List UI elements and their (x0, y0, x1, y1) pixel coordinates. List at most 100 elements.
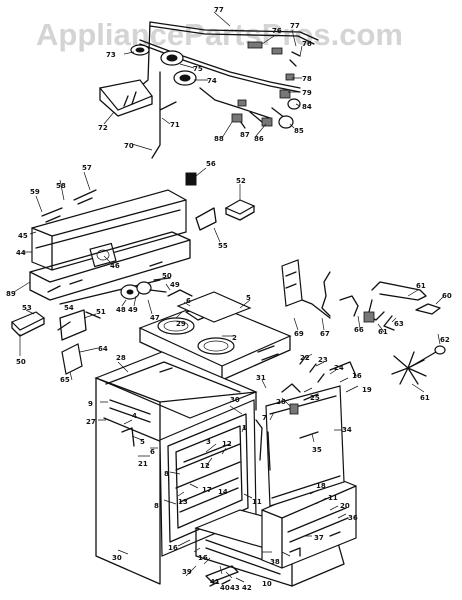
label-62: 65 (60, 376, 70, 384)
label-90: 88 (214, 135, 224, 143)
leader-lines (13, 11, 445, 583)
label-78: 76 (302, 40, 312, 48)
label-78-top: 76 (272, 27, 282, 35)
label-8: 8 (164, 470, 169, 478)
label-66: 61 (378, 328, 388, 336)
label-64: 62 (440, 336, 450, 344)
label-27: 27 (86, 418, 96, 426)
label-8-b: 8 (154, 502, 159, 510)
label-50: 51 (96, 308, 106, 316)
label-25: 25 (310, 394, 320, 402)
label-55: 55 (218, 242, 228, 250)
label-89: 87 (240, 131, 250, 139)
label-20: 20 (340, 502, 350, 510)
label-61: 64 (98, 345, 108, 353)
label-77: 75 (193, 65, 203, 73)
label-39: 41 (210, 578, 220, 586)
label-47: 47 (150, 314, 160, 322)
label-26: 26 (276, 398, 286, 406)
label-33: 35 (312, 446, 322, 454)
label-37: 39 (182, 568, 192, 576)
label-22: 22 (300, 354, 310, 362)
label-17: 17 (202, 486, 212, 494)
label-84: 78 (302, 75, 312, 83)
label-44: 46 (110, 262, 120, 270)
label-13: 13 (178, 498, 188, 506)
label-30: 30 (230, 396, 240, 404)
label-28: 28 (116, 354, 126, 362)
part-labels: 77 73 75 74 72 71 70 76 77 76 78 79 84 8… (6, 6, 452, 592)
label-67: 63 (394, 320, 404, 328)
label-4: 4 (132, 412, 137, 420)
valve-assembly (98, 21, 319, 159)
label-43: 45 (18, 232, 28, 240)
label-40: 42 (242, 584, 252, 592)
label-76: 74 (207, 77, 217, 85)
label-46: 48 (116, 306, 126, 314)
label-79-top: 77 (290, 22, 300, 30)
label-85: 79 (302, 89, 312, 97)
label-21: 21 (138, 460, 148, 468)
label-38: 40 (220, 584, 230, 592)
label-11: 11 (252, 498, 262, 506)
label-74: 72 (98, 124, 108, 132)
label-48-a: 49 (128, 306, 138, 314)
label-52: 52 (236, 177, 246, 185)
label-30-b: 30 (112, 554, 122, 562)
label-31: 31 (256, 374, 266, 382)
label-7: 7 (262, 414, 267, 422)
label-36: 38 (270, 558, 280, 566)
control-panel (10, 172, 256, 375)
label-16-c: 16 (198, 554, 208, 562)
label-5-b: 5 (140, 438, 145, 446)
label-2: 2 (232, 334, 237, 342)
ignition-assembly (281, 259, 446, 385)
label-5: 5 (246, 294, 251, 302)
label-9: 9 (88, 400, 93, 408)
label-96: 89 (6, 290, 16, 298)
label-73: 71 (170, 121, 180, 129)
label-57: 56 (206, 160, 216, 168)
label-86: 84 (302, 103, 312, 111)
label-71: 69 (294, 330, 304, 338)
label-66-b: 61 (416, 282, 426, 290)
label-34: 36 (348, 514, 358, 522)
label-6: 6 (150, 448, 155, 456)
label-16-b: 16 (168, 544, 178, 552)
label-12-b: 12 (200, 462, 210, 470)
label-63: 61 (420, 394, 430, 402)
label-88: 86 (254, 135, 264, 143)
label-3: 3 (206, 438, 211, 446)
label-51: 50 (16, 358, 26, 366)
label-72: 70 (124, 142, 134, 150)
label-29: 29 (176, 320, 186, 328)
label-35: 37 (314, 534, 324, 542)
label-54: 54 (64, 304, 74, 312)
label-10: 10 (262, 580, 272, 588)
label-75: 73 (106, 51, 116, 59)
label-79: 77 (214, 6, 224, 14)
label-12: 12 (222, 440, 232, 448)
cooktop (138, 289, 292, 381)
label-48: 49 (170, 281, 180, 289)
label-70: 67 (320, 330, 330, 338)
label-59: 58 (56, 182, 66, 190)
label-42: 44 (16, 249, 26, 257)
range-body (94, 351, 357, 587)
label-58: 57 (82, 164, 92, 172)
label-18: 18 (316, 482, 326, 490)
label-87: 85 (294, 127, 304, 135)
label-32: 34 (342, 426, 352, 434)
label-41: 43 (230, 584, 240, 592)
label-14: 14 (218, 488, 228, 496)
label-24: 24 (334, 364, 344, 372)
label-11-b: 11 (328, 494, 338, 502)
label-6-top: 6 (186, 297, 191, 305)
label-23: 23 (318, 356, 328, 364)
label-16: 16 (352, 372, 362, 380)
label-60: 59 (30, 188, 40, 196)
label-69: 66 (354, 326, 364, 334)
label-65: 60 (442, 292, 452, 300)
label-49: 50 (162, 272, 172, 280)
